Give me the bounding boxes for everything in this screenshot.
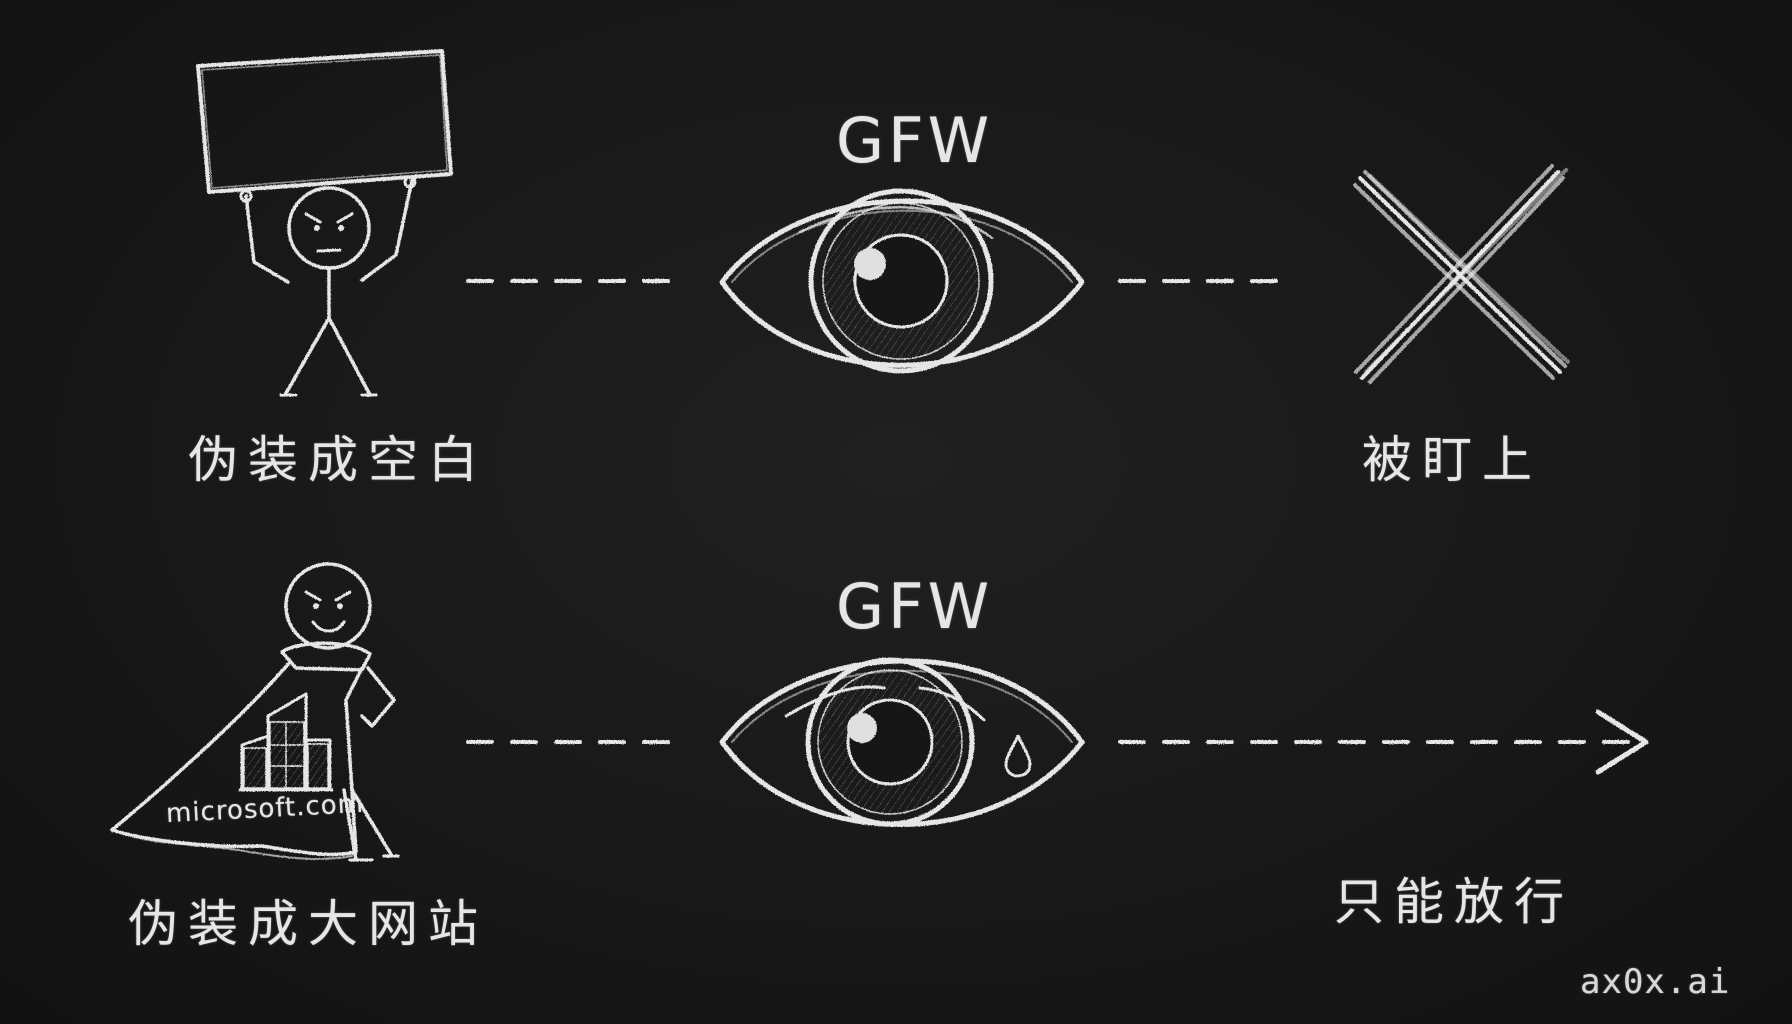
eye-top bbox=[719, 188, 1085, 374]
bottom-left-label: 伪装成大网站 bbox=[128, 895, 488, 953]
cape bbox=[110, 660, 364, 857]
head bbox=[284, 562, 372, 650]
right-arm bbox=[360, 178, 414, 282]
top-gfw-label: GFW bbox=[836, 104, 994, 177]
arrow-head-icon bbox=[1595, 709, 1649, 775]
watermark: ax0x.ai bbox=[1580, 962, 1731, 1002]
building-logo bbox=[238, 692, 334, 792]
blank-sign bbox=[196, 49, 453, 194]
tear-drop-icon bbox=[1004, 734, 1032, 778]
top-right-label: 被盯上 bbox=[1362, 431, 1542, 489]
legs bbox=[283, 316, 372, 397]
head bbox=[287, 186, 371, 270]
bottom-right-label: 只能放行 bbox=[1334, 873, 1574, 931]
top-left-label: 伪装成空白 bbox=[188, 431, 488, 489]
stick-figure-cape bbox=[110, 562, 400, 862]
top-row bbox=[196, 49, 1570, 397]
bottom-row bbox=[110, 562, 1649, 862]
bottom-gfw-label: GFW bbox=[836, 570, 994, 643]
left-arm bbox=[244, 194, 290, 284]
eye-bottom-teary bbox=[719, 657, 1085, 827]
reject-x-mark bbox=[1353, 164, 1570, 384]
stick-figure-blank-sign bbox=[196, 49, 453, 397]
